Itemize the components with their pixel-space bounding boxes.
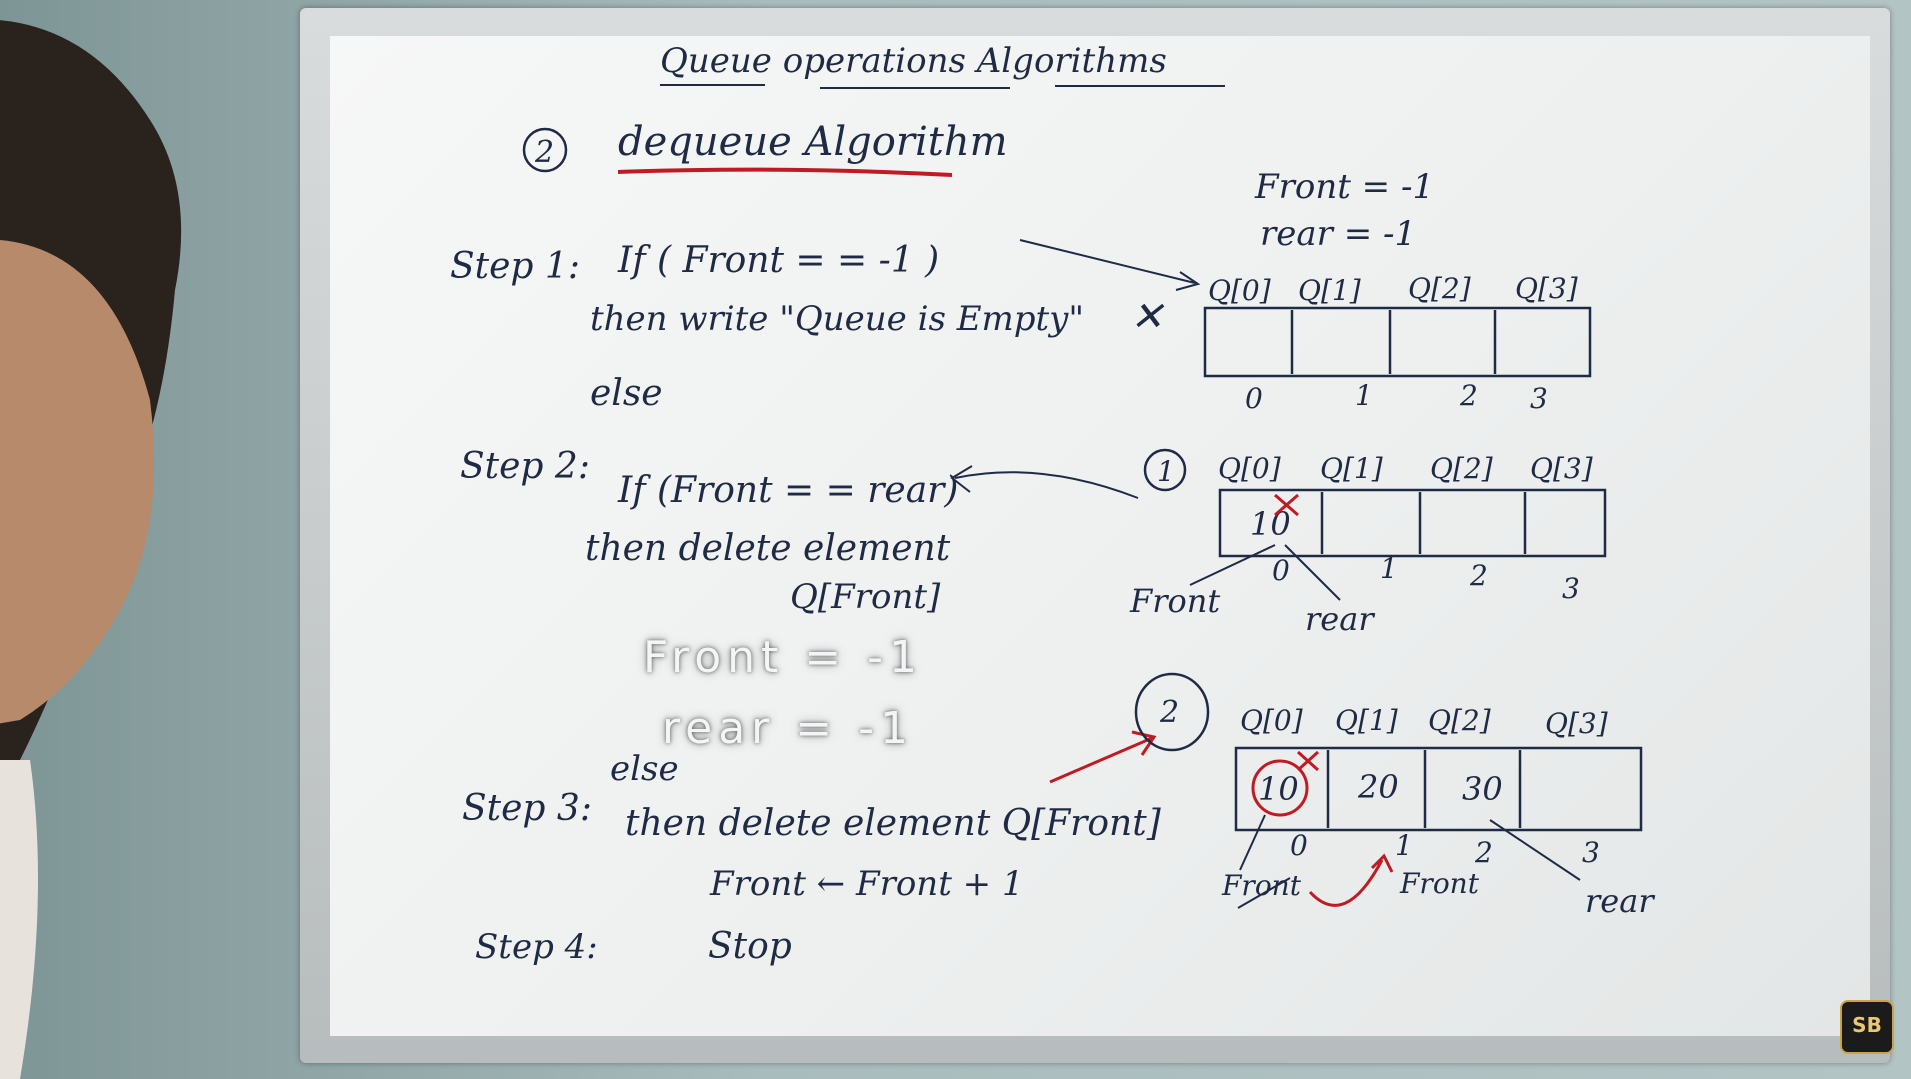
empty-queue-box bbox=[1203, 306, 1592, 378]
case1-cell-label: Q[3] bbox=[1530, 452, 1593, 485]
whiteboard bbox=[330, 36, 1870, 1036]
case2-queue-box bbox=[1234, 746, 1643, 832]
rear-init-note: rear = -1 bbox=[1260, 214, 1416, 254]
case2-index: 1 bbox=[1395, 829, 1413, 862]
case1-delete-mark bbox=[1274, 493, 1299, 517]
case2-index: 3 bbox=[1582, 836, 1600, 869]
case2-cell-label: Q[0] bbox=[1240, 704, 1303, 737]
case1-cell-label: Q[1] bbox=[1320, 452, 1383, 485]
board-title: Queue operations Algorithms bbox=[660, 41, 1167, 81]
step2-action: then delete element bbox=[585, 528, 951, 569]
case1-front-label: Front bbox=[1129, 582, 1220, 620]
section-heading: dequeue Algorithm bbox=[618, 119, 1008, 165]
step1-action: then write "Queue is Empty" bbox=[590, 299, 1084, 339]
step2-label: Step 2: bbox=[460, 446, 590, 487]
case1-index: 2 bbox=[1469, 559, 1488, 592]
case2-old-front-label: Front bbox=[1221, 869, 1302, 902]
case2-new-front-label: Front bbox=[1399, 867, 1480, 900]
step2-target: Q[Front] bbox=[790, 577, 941, 617]
case1-value: 10 bbox=[1250, 505, 1291, 543]
overlay-caption-line1: Front = -1 bbox=[643, 632, 923, 683]
heading-underline bbox=[617, 167, 953, 177]
case1-diagram: 1 Q[0] Q[1] Q[2] Q[3] 10 0 1 2 3 Front r… bbox=[1129, 448, 1607, 638]
case2-rear-label: rear bbox=[1585, 882, 1655, 920]
case1-rear-label: rear bbox=[1305, 600, 1375, 638]
case1-index: 1 bbox=[1380, 552, 1398, 585]
empty-index: 3 bbox=[1530, 382, 1548, 415]
case1-queue-box bbox=[1218, 488, 1607, 558]
section-number: 2 bbox=[534, 135, 554, 170]
case2-value: 20 bbox=[1357, 768, 1399, 806]
empty-cell-label: Q[1] bbox=[1298, 274, 1361, 307]
case1-cell-label: Q[2] bbox=[1430, 452, 1493, 485]
step3-update: Front ← Front + 1 bbox=[709, 864, 1024, 904]
step1-condition: If ( Front = = -1 ) bbox=[617, 240, 939, 281]
step4-action: Stop bbox=[708, 926, 792, 967]
empty-index: 1 bbox=[1355, 379, 1373, 412]
step3-label: Step 3: bbox=[462, 788, 592, 829]
step1-arrow bbox=[1019, 239, 1196, 284]
old-front-strike bbox=[1237, 877, 1291, 909]
step3-red-arrow bbox=[1049, 736, 1153, 784]
case1-index: 0 bbox=[1272, 554, 1290, 587]
case2-deleted-circle bbox=[1251, 759, 1309, 817]
step3-action: then delete element Q[Front] bbox=[625, 803, 1162, 844]
case2-cell-label: Q[3] bbox=[1545, 707, 1608, 740]
case1-marker: 1 bbox=[1157, 455, 1175, 488]
empty-cell-label: Q[3] bbox=[1515, 272, 1578, 305]
empty-cell-label: Q[0] bbox=[1208, 274, 1271, 307]
step1-else: else bbox=[590, 373, 663, 414]
case2-cell-label: Q[1] bbox=[1335, 704, 1398, 737]
case1-index: 3 bbox=[1562, 572, 1580, 605]
cross-mark: ✕ bbox=[1130, 294, 1165, 340]
case2-delete-mark bbox=[1296, 750, 1320, 772]
section-number-circle bbox=[522, 127, 568, 173]
front-move-arrow bbox=[1308, 859, 1384, 907]
case2-value: 10 bbox=[1258, 770, 1299, 808]
case2-value: 30 bbox=[1462, 770, 1503, 808]
empty-index: 0 bbox=[1245, 382, 1263, 415]
empty-queue-diagram: Q[0] Q[1] Q[2] Q[3] 0 1 2 3 bbox=[1203, 272, 1592, 415]
channel-logo: SB bbox=[1840, 1000, 1894, 1054]
empty-index: 2 bbox=[1459, 379, 1478, 412]
front-init-note: Front = -1 bbox=[1254, 167, 1434, 207]
step2-condition: If (Front = = rear) bbox=[617, 470, 958, 511]
empty-cell-label: Q[2] bbox=[1408, 272, 1471, 305]
case2-cell-label: Q[2] bbox=[1428, 704, 1491, 737]
case1-cell-label: Q[0] bbox=[1218, 452, 1281, 485]
overlay-caption-line2: rear = -1 bbox=[662, 703, 914, 754]
step2-arrow bbox=[954, 471, 1139, 499]
step1-label: Step 1: bbox=[450, 246, 580, 287]
case2-marker: 2 bbox=[1159, 695, 1179, 730]
presenter bbox=[0, 20, 182, 1079]
case2-index: 0 bbox=[1290, 829, 1308, 862]
step4-label: Step 4: bbox=[475, 927, 598, 967]
case2-index: 2 bbox=[1474, 836, 1493, 869]
case2-diagram: 2 Q[0] Q[1] Q[2] Q[3] 10 20 30 0 1 2 3 F… bbox=[1134, 672, 1655, 920]
step3-else: else bbox=[610, 749, 679, 789]
